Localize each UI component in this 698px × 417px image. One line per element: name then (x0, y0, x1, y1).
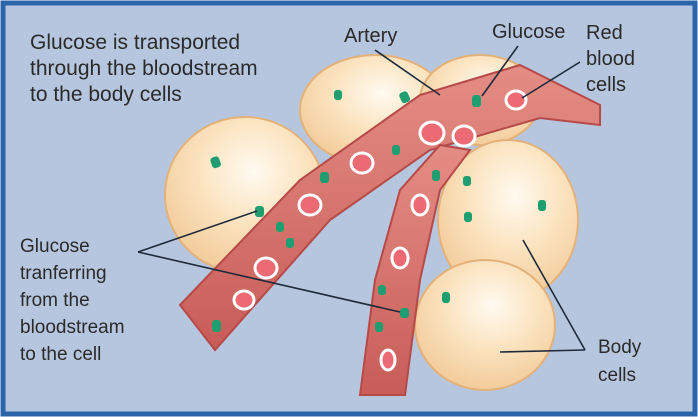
red-blood-cell (299, 195, 321, 215)
body-cell (415, 260, 555, 390)
glucose-particle (463, 176, 471, 186)
glucose-particle (538, 200, 546, 211)
glucose-transfer-label: Glucose tranferring from the bloodstream… (20, 234, 125, 369)
body-cells-label: Body cells (598, 334, 641, 389)
red-blood-cell (381, 350, 395, 370)
glucose-particle (320, 172, 329, 183)
red-blood-cell (420, 122, 444, 144)
diagram-title: Glucose is transported through the blood… (30, 30, 258, 108)
red-blood-cell (255, 258, 277, 278)
glucose-particle (442, 292, 450, 303)
glucose-particle (334, 90, 342, 100)
glucose-particle (375, 322, 383, 332)
red-blood-cell (234, 291, 254, 309)
glucose-particle (378, 285, 386, 295)
glucose-particle (400, 308, 409, 318)
glucose-particle (392, 145, 400, 155)
glucose-particle (276, 222, 284, 232)
artery-label: Artery (344, 24, 397, 48)
red-blood-cell (412, 195, 428, 215)
red-blood-cell (392, 248, 408, 268)
red-blood-cell (453, 126, 475, 146)
glucose-particle (464, 212, 472, 222)
red-blood-cells-label: Red blood cells (586, 20, 635, 98)
glucose-particle (432, 170, 440, 181)
glucose-particle (212, 320, 221, 332)
glucose-particle (286, 238, 294, 248)
red-blood-cell (506, 91, 526, 109)
glucose-label: Glucose (492, 20, 565, 44)
glucose-particle (472, 95, 481, 107)
red-blood-cell (351, 153, 373, 173)
